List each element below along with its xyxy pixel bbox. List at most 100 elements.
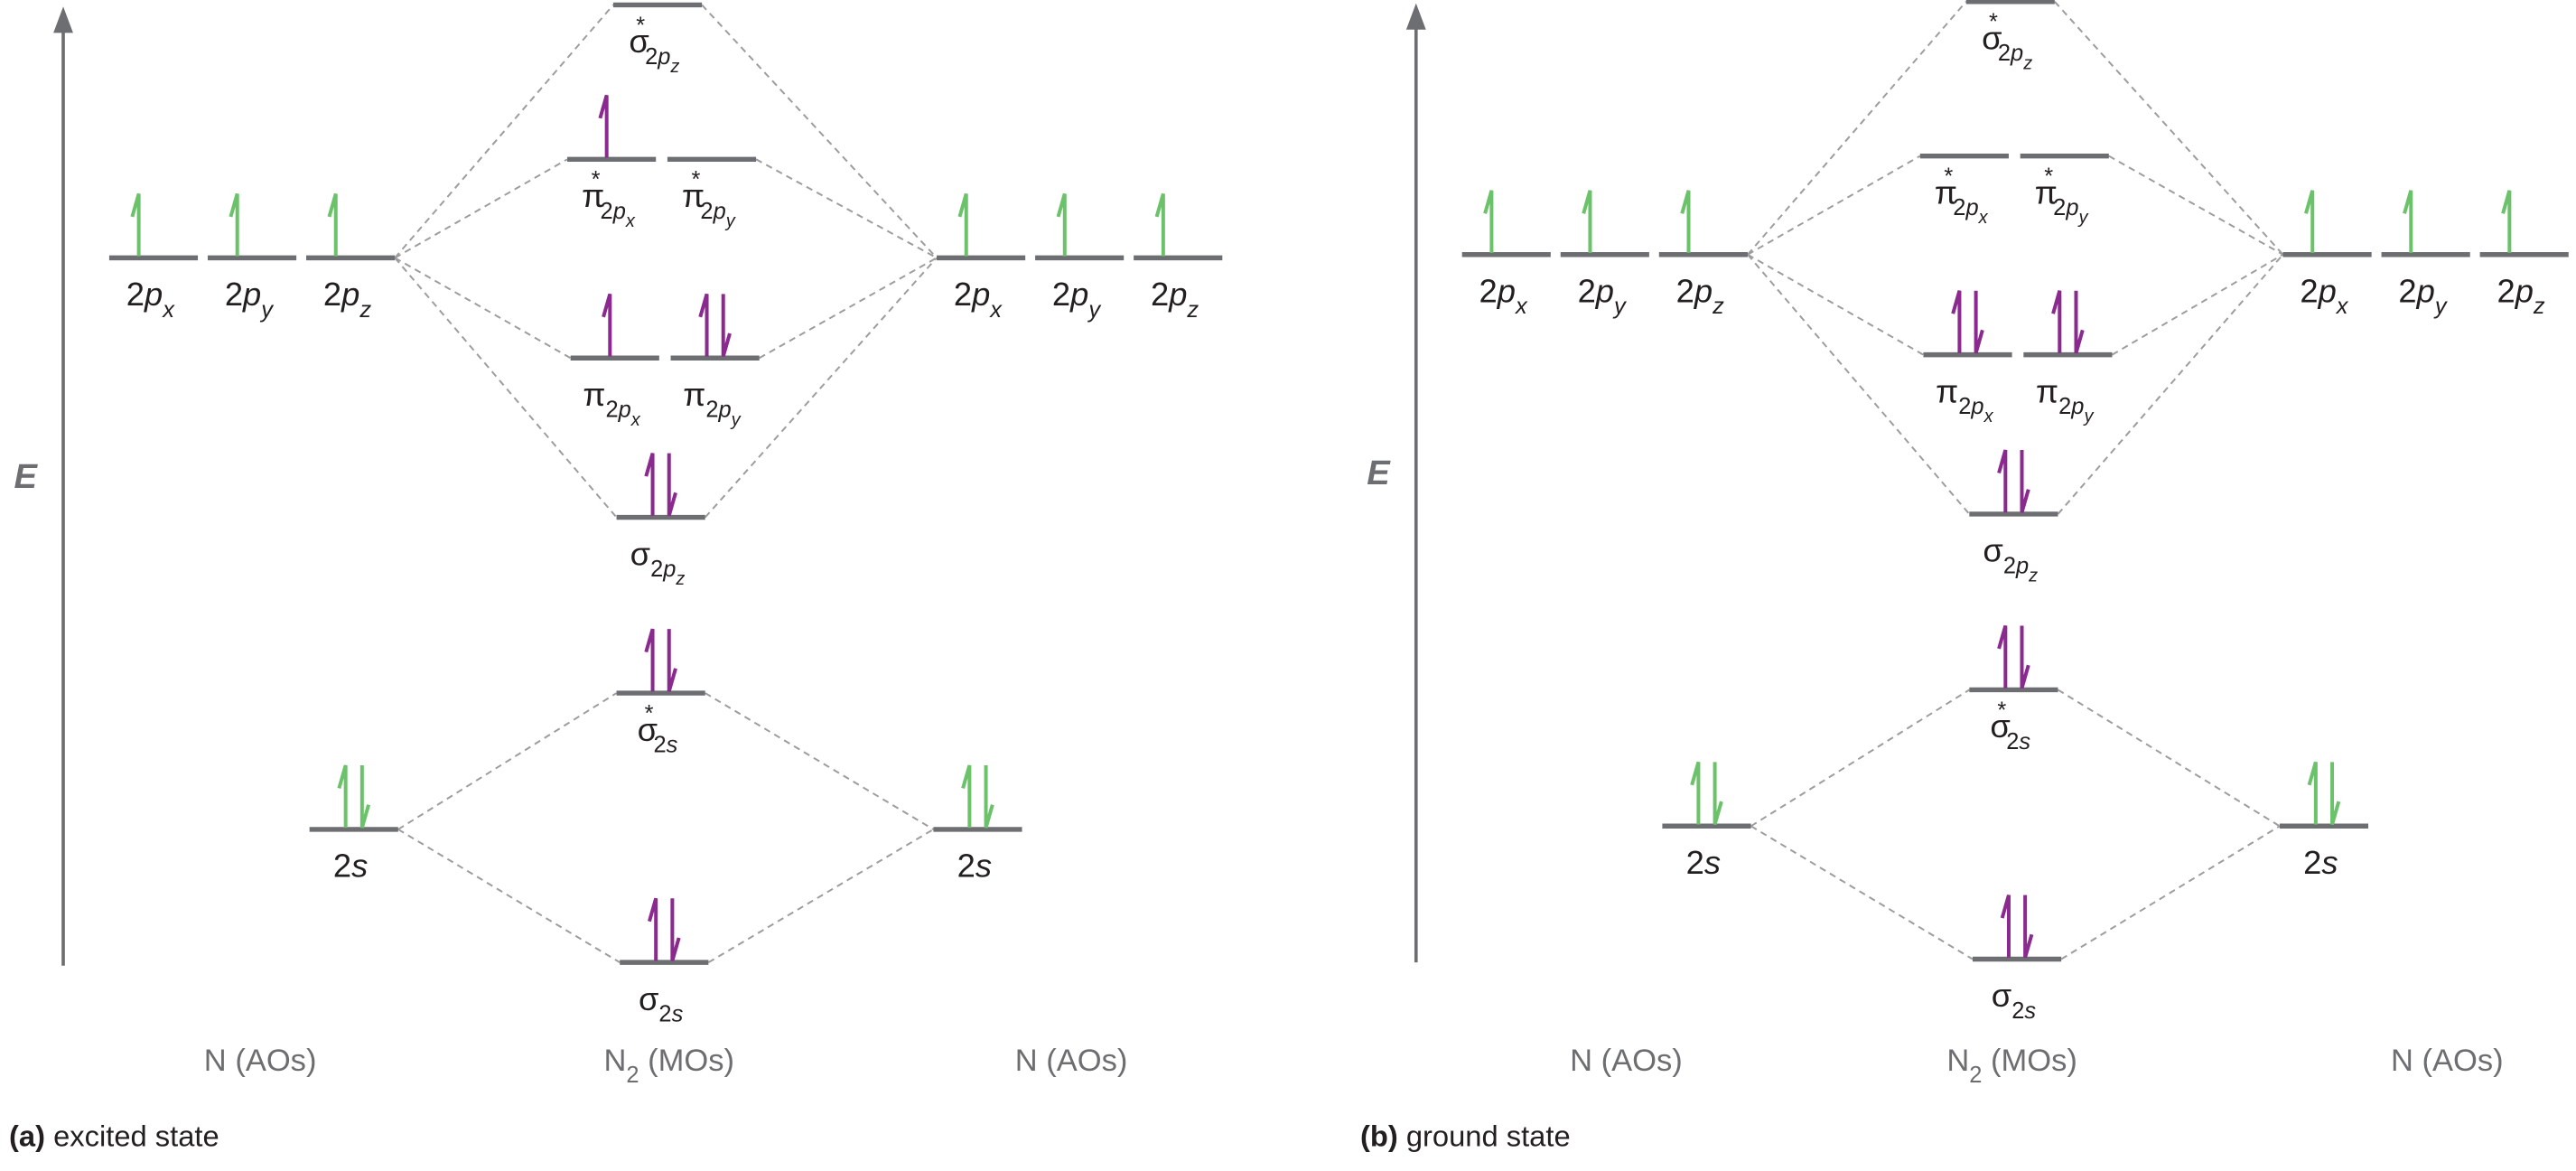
orbital-S2pz: σ2pz	[1969, 449, 2058, 586]
axis-arrow-icon	[53, 6, 73, 33]
orbital-L2pz: 2pz	[306, 192, 396, 323]
spin-up-arrow-icon	[2051, 290, 2062, 353]
panel-caption: (b)ground state	[1360, 1119, 1571, 1153]
label-segment: π	[583, 376, 605, 413]
label-segment: z	[2022, 53, 2032, 73]
label-segment: π	[582, 177, 604, 214]
label-segment: σ	[629, 23, 649, 60]
label-segment: x	[2335, 294, 2349, 319]
spin-up-arrow-icon	[130, 192, 141, 257]
orbital-label: π2px	[583, 376, 640, 430]
label-segment: p	[662, 557, 676, 582]
label-segment: z	[1712, 294, 1724, 319]
label-segment: p	[657, 44, 670, 70]
orbital-S2pz: σ2pz	[616, 453, 705, 589]
spin-down-arrow-icon	[670, 898, 681, 961]
orbital-label: 2py	[2398, 272, 2447, 319]
orbital-label: π2py	[2036, 372, 2094, 426]
correlation-line	[2060, 825, 2281, 960]
caption-tag: (b)	[1360, 1119, 1398, 1153]
correlation-line	[1747, 155, 1921, 256]
label-segment: s	[672, 1002, 684, 1027]
spin-up-arrow-icon	[644, 628, 655, 692]
label-segment: p	[1970, 394, 1983, 419]
label-segment: p	[1069, 276, 1088, 313]
label-segment: s	[351, 848, 368, 885]
label-segment: N (AOs)	[204, 1044, 317, 1078]
orbital-label: σ*2s	[1990, 698, 2030, 754]
column-label: N2 (MOs)	[1946, 1044, 2077, 1088]
spin-up-arrow-icon	[957, 192, 968, 257]
label-segment: π	[682, 177, 705, 214]
correlation-line	[397, 692, 618, 830]
correlation-line	[1747, 253, 1924, 356]
orbital-label: 2pz	[1151, 276, 1199, 323]
label-segment: p	[1595, 272, 1614, 309]
label-segment: 2	[2053, 195, 2066, 220]
label-segment: z	[2533, 294, 2545, 319]
label-segment: σ	[1982, 20, 2002, 57]
orbital-Ss2pz: σ*2pz	[1965, 0, 2055, 73]
label-segment: *	[592, 167, 601, 192]
correlation-line	[2108, 155, 2284, 256]
spin-up-arrow-icon	[2501, 190, 2512, 253]
caption-text: excited state	[53, 1119, 219, 1153]
label-segment: p	[2416, 272, 2435, 309]
label-segment: 2	[653, 732, 666, 757]
label-segment: s	[975, 848, 992, 885]
orbital-P2py: π2py	[2023, 290, 2113, 426]
correlation-line	[2057, 689, 2281, 828]
orbital-label: σ2s	[1992, 977, 2037, 1024]
orbital-label: 2pz	[1676, 272, 1724, 319]
label-segment: (MOs)	[1982, 1044, 2077, 1078]
orbital-R2py: 2py	[2381, 190, 2470, 319]
label-segment: p	[2015, 553, 2029, 578]
label-segment: y	[259, 297, 274, 323]
label-segment: 2	[1953, 195, 1965, 220]
label-segment: p	[612, 199, 626, 224]
spin-up-arrow-icon	[648, 897, 658, 961]
label-segment: (MOs)	[639, 1044, 734, 1078]
spin-down-arrow-icon	[2020, 625, 2030, 689]
orbital-L2py: 2py	[1560, 190, 1649, 319]
orbital-L2pz: 2pz	[1658, 190, 1748, 319]
label-segment: p	[1168, 276, 1187, 313]
label-segment: 2	[225, 276, 243, 313]
label-segment: 2	[2300, 272, 2318, 309]
orbital-label: σ*2s	[638, 701, 678, 758]
orbital-Sp2py: π*2py	[667, 156, 757, 231]
label-segment: σ	[639, 980, 658, 1017]
label-segment: 2	[333, 848, 351, 885]
spin-up-arrow-icon	[598, 94, 609, 158]
label-segment: 2	[1151, 276, 1169, 313]
orbital-label: π*2py	[682, 167, 736, 231]
label-segment: σ	[630, 535, 650, 572]
label-segment: σ	[1992, 977, 2011, 1014]
spin-up-arrow-icon	[644, 453, 655, 516]
spin-up-arrow-icon	[327, 192, 338, 257]
correlation-lines	[1747, 1, 2284, 960]
label-segment: p	[1965, 195, 1978, 220]
label-segment: y	[1612, 294, 1627, 319]
label-segment: 2	[954, 276, 972, 313]
orbital-label: π2py	[683, 376, 741, 430]
correlation-line	[701, 4, 938, 259]
spin-up-arrow-icon	[1582, 190, 1592, 253]
orbital-Rs: 2s	[933, 764, 1022, 885]
label-segment: 2	[645, 44, 658, 70]
orbital-P2px: π2px	[1923, 290, 2012, 426]
label-segment: 2	[606, 398, 619, 423]
label-segment: z	[669, 57, 679, 77]
spin-up-arrow-icon	[602, 293, 612, 357]
orbital-label: π*2px	[1935, 164, 1989, 229]
label-segment: 2	[2398, 272, 2416, 309]
orbital-label: 2s	[1686, 844, 1721, 881]
label-segment: *	[692, 167, 701, 192]
label-segment: 2	[1958, 394, 1971, 419]
orbital-Ls: 2s	[309, 764, 398, 885]
caption-tag: (a)	[9, 1119, 45, 1153]
label-segment: z	[2028, 566, 2038, 586]
orbital-Sp2py: π*2py	[2020, 153, 2109, 228]
label-segment: 2	[626, 1063, 639, 1088]
orbital-Ls: 2s	[1662, 761, 1751, 881]
